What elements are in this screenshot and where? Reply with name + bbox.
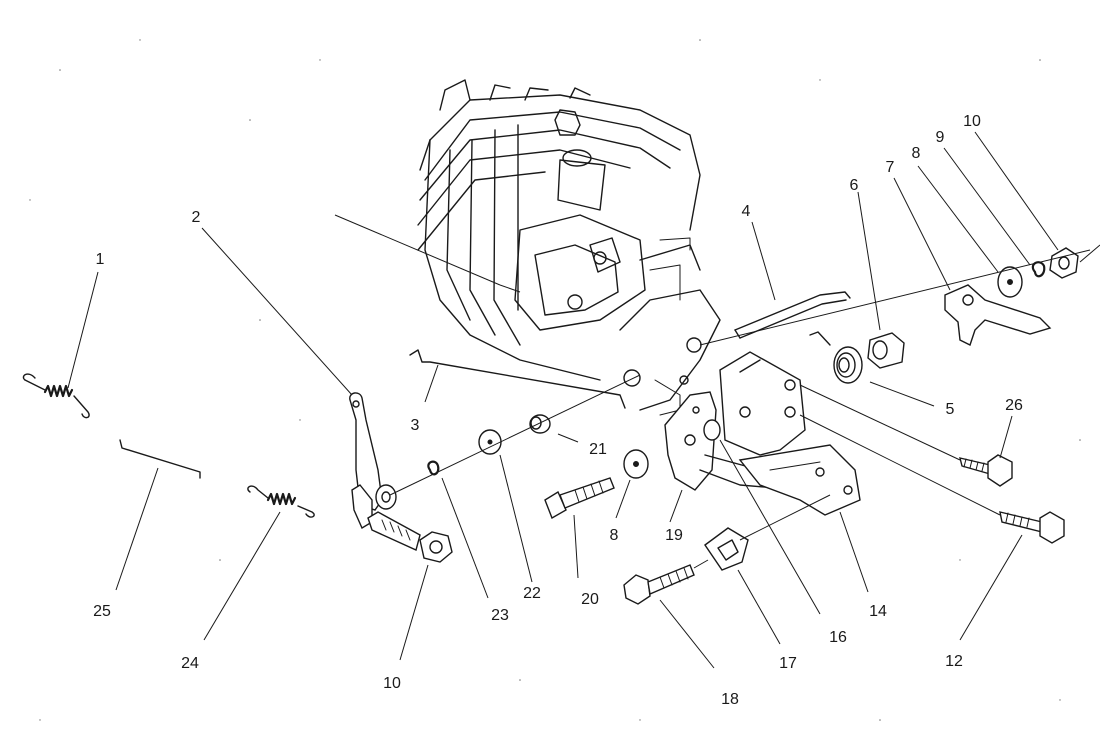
part-5-spring [809,331,863,384]
label-part-16: 16 [829,629,847,646]
part-6-bushing [867,332,905,369]
leader-lines [67,131,1059,669]
part-10-nut-lower [419,531,453,563]
label-part-1: 1 [96,251,105,268]
label-part-2: 2 [192,209,201,226]
part-7-throttle-lever [944,284,1052,346]
label-part-18: 18 [721,691,739,708]
engine-block [334,79,721,416]
label-part-3: 3 [411,417,420,434]
part-22-washer [478,429,502,455]
assembly-axis-left [389,374,641,496]
label-part-4: 4 [742,203,751,220]
part-8-washer-lower [623,449,649,479]
axis-17 [739,494,831,541]
part-20-bolt [544,477,615,520]
label-part-7: 7 [886,159,895,176]
label-part-19: 19 [665,527,683,544]
scan-speckle [29,39,1081,721]
part-9-clip [1031,261,1046,278]
label-part-22: 22 [523,585,541,602]
label-part-20: 20 [581,591,599,608]
label-part-21: 21 [589,441,607,458]
label-part-23: 23 [491,607,509,624]
part-4-throttle-link [734,291,851,339]
label-part-5: 5 [946,401,955,418]
label-part-6: 6 [850,177,859,194]
label-part-25: 25 [93,603,111,620]
part-19-control-plate [664,391,721,491]
label-part-26: 26 [1005,397,1023,414]
part-10-nut-upper [1049,247,1079,279]
part-25-link-rod [119,439,201,479]
label-part-8-upper: 8 [912,145,921,162]
label-part-24: 24 [181,655,199,672]
part-number-labels: 1 2 3 4 5 6 7 8 9 10 26 21 8 19 20 22 23… [93,113,1023,708]
part-21-bushing [529,414,551,434]
assembly-axis-upper [699,249,1091,346]
axis-26 [799,384,961,461]
part-2-governor-lever [349,392,421,551]
axis-12 [799,414,1001,516]
label-part-10-lower: 10 [383,675,401,692]
part-14-throttle-bracket [738,444,861,516]
part-1-spring [22,373,90,419]
label-part-14: 14 [869,603,887,620]
control-bracket-upper [719,351,806,456]
part-8-washer-upper [997,266,1023,298]
label-part-9: 9 [936,129,945,146]
label-part-12: 12 [945,653,963,670]
part-12-bolt [999,511,1065,544]
part-18-bolt [623,564,695,605]
label-part-8-lower: 8 [610,527,619,544]
part-26-bolt [959,454,1013,487]
label-part-10-upper: 10 [963,113,981,130]
part-3-governor-rod [409,349,626,409]
part-24-spring [247,485,315,518]
part-17-clip [704,527,749,571]
label-part-17: 17 [779,655,797,672]
